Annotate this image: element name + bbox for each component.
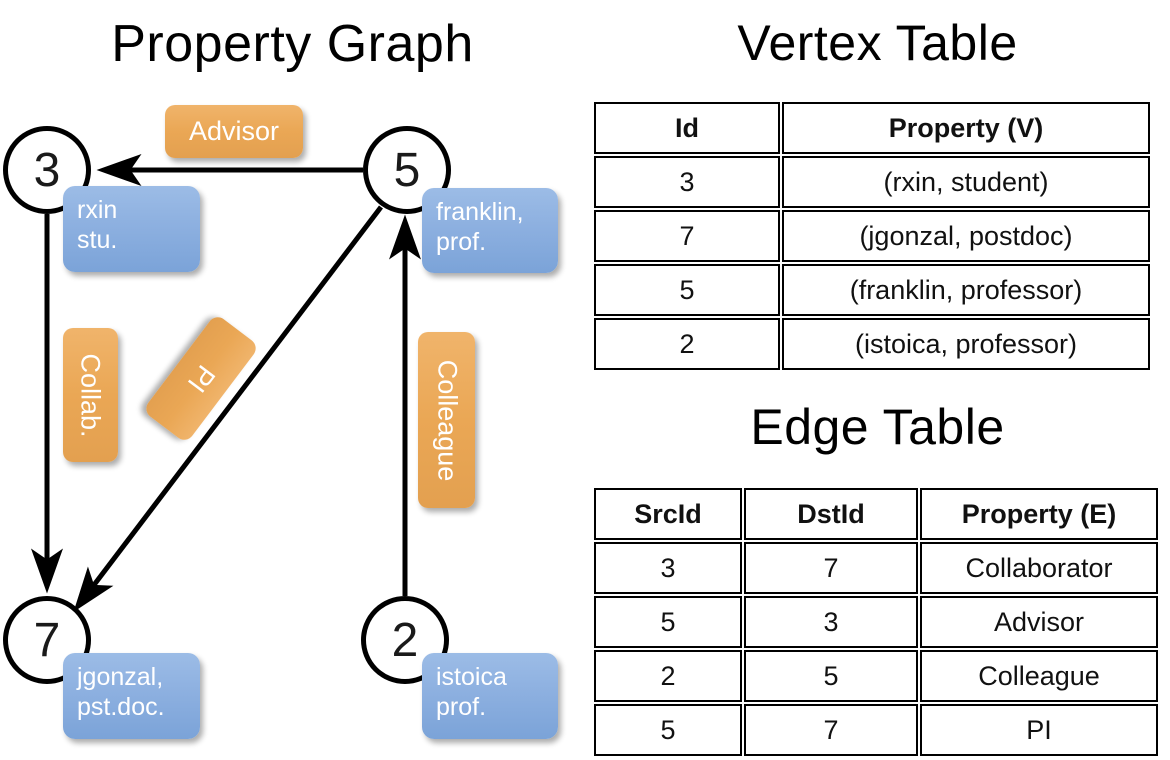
page-title-property-graph: Property Graph bbox=[111, 15, 474, 73]
node-7-role: pst.doc. bbox=[77, 692, 165, 721]
edge-label-advisor: Advisor bbox=[165, 105, 303, 158]
table-row[interactable]: 2 5 Colleague bbox=[594, 650, 1158, 702]
table-row[interactable]: 3 7 Collaborator bbox=[594, 542, 1158, 594]
edge-5-to-7 bbox=[73, 205, 383, 612]
node-2-name: istoica bbox=[436, 663, 507, 691]
edge-cell-property: Colleague bbox=[920, 650, 1158, 702]
graph-node-5[interactable]: 5 bbox=[363, 126, 451, 214]
edge-cell-src: 3 bbox=[594, 542, 742, 594]
edge-cell-src: 5 bbox=[594, 704, 742, 756]
node-3-role: stu. bbox=[77, 225, 118, 254]
vertex-table: Id Property (V) 3 (rxin, student) 7 (jgo… bbox=[592, 100, 1152, 372]
node-7-name: jgonzal, bbox=[77, 663, 164, 691]
vertex-table-header-property: Property (V) bbox=[782, 102, 1150, 154]
edge-table-header-row: SrcId DstId Property (E) bbox=[594, 488, 1158, 540]
vertex-table-header-id: Id bbox=[594, 102, 780, 154]
node-property-box-2: istoica prof. bbox=[422, 653, 558, 739]
table-row[interactable]: 5 (franklin, professor) bbox=[594, 264, 1150, 316]
vertex-cell-id: 2 bbox=[594, 318, 780, 370]
graph-node-2[interactable]: 2 bbox=[361, 596, 449, 684]
edge-cell-dst: 5 bbox=[744, 650, 918, 702]
edge-label-collab: Collab. bbox=[63, 328, 118, 462]
edge-table: SrcId DstId Property (E) 3 7 Collaborato… bbox=[592, 486, 1160, 758]
vertex-cell-id: 5 bbox=[594, 264, 780, 316]
edge-label-colleague-text: Colleague bbox=[432, 359, 462, 481]
graph-edges-layer bbox=[31, 154, 421, 612]
edge-label-collab-text: Collab. bbox=[76, 352, 107, 438]
edge-label-colleague: Colleague bbox=[418, 332, 475, 508]
node-property-box-3: rxin stu. bbox=[63, 186, 200, 272]
vertex-cell-property: (franklin, professor) bbox=[782, 264, 1150, 316]
node-5-name: franklin, bbox=[436, 198, 524, 226]
node-2-role: prof. bbox=[436, 692, 487, 721]
edge-label-pi-text: PI bbox=[181, 359, 222, 399]
page-title-edge-table: Edge Table bbox=[750, 399, 1005, 455]
edge-cell-property: Collaborator bbox=[920, 542, 1158, 594]
edge-cell-src: 2 bbox=[594, 650, 742, 702]
edge-table-header-dstid: DstId bbox=[744, 488, 918, 540]
node-property-box-5: franklin, prof. bbox=[422, 188, 558, 273]
vertex-cell-property: (rxin, student) bbox=[782, 156, 1150, 208]
edge-cell-dst: 7 bbox=[744, 704, 918, 756]
table-row[interactable]: 2 (istoica, professor) bbox=[594, 318, 1150, 370]
vertex-cell-id: 3 bbox=[594, 156, 780, 208]
table-row[interactable]: 5 7 PI bbox=[594, 704, 1158, 756]
edge-table-header-srcid: SrcId bbox=[594, 488, 742, 540]
table-row[interactable]: 7 (jgonzal, postdoc) bbox=[594, 210, 1150, 262]
page-title-vertex-table: Vertex Table bbox=[737, 15, 1018, 71]
table-row[interactable]: 3 (rxin, student) bbox=[594, 156, 1150, 208]
edge-cell-property: PI bbox=[920, 704, 1158, 756]
vertex-cell-property: (istoica, professor) bbox=[782, 318, 1150, 370]
vertex-table-header-row: Id Property (V) bbox=[594, 102, 1150, 154]
table-row[interactable]: 5 3 Advisor bbox=[594, 596, 1158, 648]
vertex-cell-id: 7 bbox=[594, 210, 780, 262]
edge-table-header-property: Property (E) bbox=[920, 488, 1158, 540]
edge-cell-src: 5 bbox=[594, 596, 742, 648]
node-5-role: prof. bbox=[436, 227, 487, 256]
edge-cell-dst: 3 bbox=[744, 596, 918, 648]
node-property-box-7: jgonzal, pst.doc. bbox=[63, 653, 200, 739]
vertex-cell-property: (jgonzal, postdoc) bbox=[782, 210, 1150, 262]
node-3-name: rxin bbox=[77, 196, 118, 224]
edge-cell-dst: 7 bbox=[744, 542, 918, 594]
edge-cell-property: Advisor bbox=[920, 596, 1158, 648]
property-graph-diagram: 3 5 7 2 rxin stu. franklin, prof. jgonza… bbox=[3, 105, 558, 739]
